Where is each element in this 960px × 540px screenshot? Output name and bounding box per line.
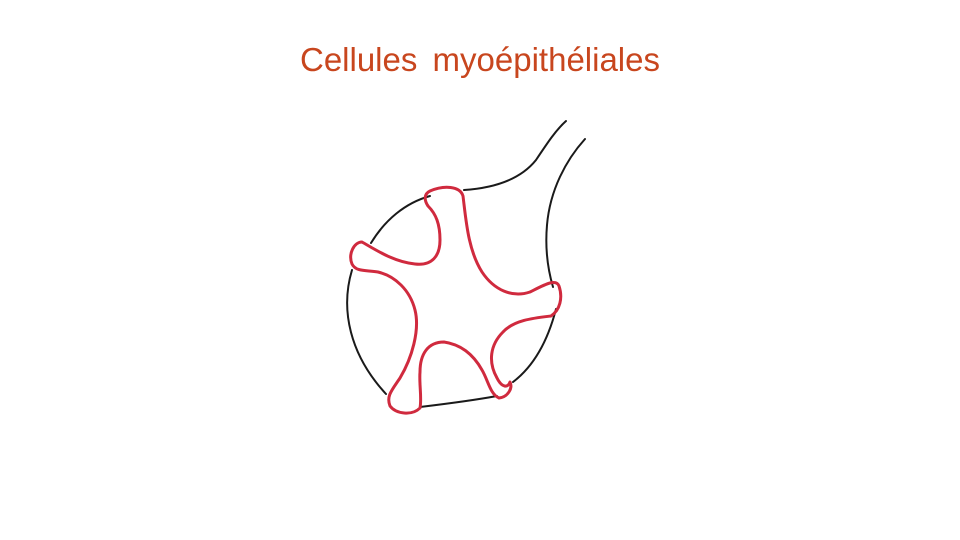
acinus-outline-left bbox=[346, 269, 387, 395]
myoepithelial-cell bbox=[349, 185, 563, 415]
duct-wall-left bbox=[463, 120, 567, 191]
acinus-outline-bottom-right bbox=[512, 308, 557, 383]
acinus-outline-bottom bbox=[419, 395, 498, 408]
duct-wall-right bbox=[545, 138, 586, 288]
acinus-outline-top-left bbox=[370, 195, 431, 244]
slide-title: Cellules myoépithéliales bbox=[299, 41, 660, 78]
